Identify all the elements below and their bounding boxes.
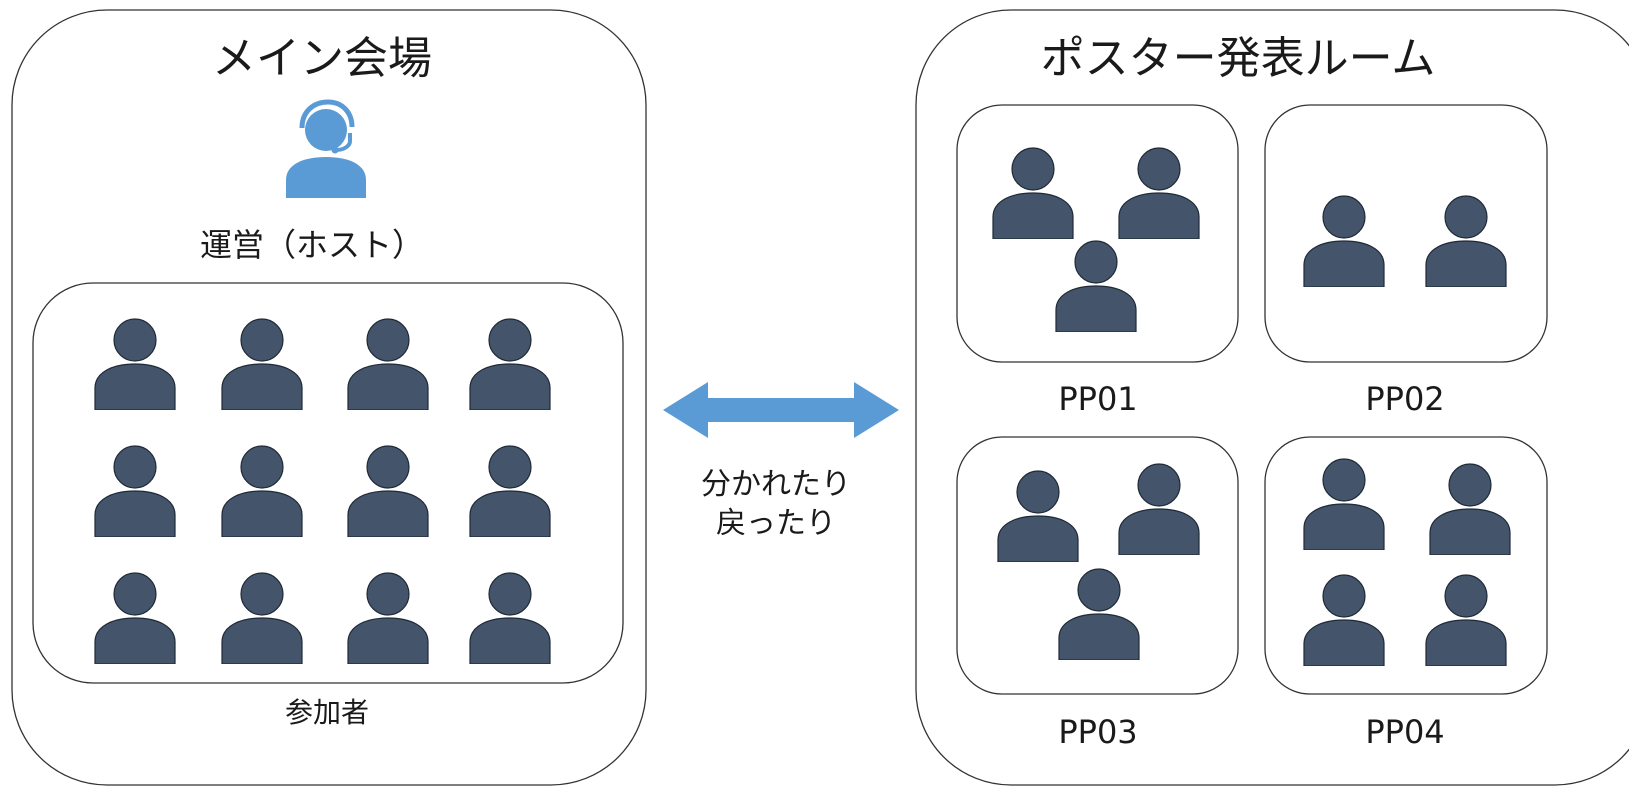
person-icon	[221, 445, 303, 537]
room-frame	[1264, 104, 1548, 363]
person-icon	[1425, 574, 1507, 666]
room-pp03[interactable]: PP03	[956, 436, 1239, 751]
participants-frame	[32, 282, 624, 684]
room-frame	[1264, 436, 1548, 695]
room-frame	[956, 104, 1239, 363]
person-icon	[94, 445, 176, 537]
person-icon	[1429, 463, 1511, 555]
room-pp02[interactable]: PP02	[1264, 104, 1548, 418]
poster-area-frame	[915, 9, 1629, 786]
participants-grid	[94, 318, 551, 664]
room-people	[1303, 458, 1511, 666]
participants-label: 参加者	[285, 696, 369, 729]
double-arrow-icon	[663, 382, 899, 438]
poster-area-title: ポスター発表ルーム	[1041, 33, 1436, 84]
person-icon	[992, 147, 1074, 239]
room-people	[997, 463, 1200, 660]
person-icon	[469, 445, 551, 537]
main-hall: メイン会場 運営（ホスト） 参加者	[11, 9, 647, 786]
host-label: 運営（ホスト）	[200, 226, 424, 264]
person-icon	[347, 445, 429, 537]
person-icon	[997, 470, 1079, 562]
person-icon	[1055, 240, 1137, 332]
connector: 分かれたり 戻ったり	[663, 382, 899, 541]
main-hall-title: メイン会場	[212, 33, 432, 84]
main-hall-frame	[11, 9, 647, 786]
room-people	[1303, 195, 1507, 287]
person-icon	[469, 572, 551, 664]
person-icon	[221, 572, 303, 664]
person-icon	[1118, 147, 1200, 239]
room-label: PP01	[1058, 380, 1137, 418]
person-icon	[347, 318, 429, 410]
connector-label-line2: 戻ったり	[716, 506, 836, 541]
person-icon	[1058, 568, 1140, 660]
room-label: PP03	[1058, 713, 1137, 751]
person-icon	[1303, 458, 1385, 550]
person-icon	[94, 572, 176, 664]
person-icon	[1303, 574, 1385, 666]
room-people	[992, 147, 1200, 332]
poster-area: ポスター発表ルーム PP01 PP02 PP03 PP04	[915, 9, 1629, 786]
person-icon	[94, 318, 176, 410]
room-frame	[956, 436, 1239, 695]
person-icon	[347, 572, 429, 664]
connector-label-line1: 分かれたり	[701, 467, 851, 502]
person-icon	[221, 318, 303, 410]
person-icon	[1425, 195, 1507, 287]
room-pp04[interactable]: PP04	[1264, 436, 1548, 751]
person-icon	[1303, 195, 1385, 287]
room-label: PP02	[1365, 380, 1444, 418]
room-pp01[interactable]: PP01	[956, 104, 1239, 418]
person-icon	[1118, 463, 1200, 555]
person-icon	[469, 318, 551, 410]
headset-person-icon	[286, 99, 366, 198]
room-label: PP04	[1365, 713, 1444, 751]
